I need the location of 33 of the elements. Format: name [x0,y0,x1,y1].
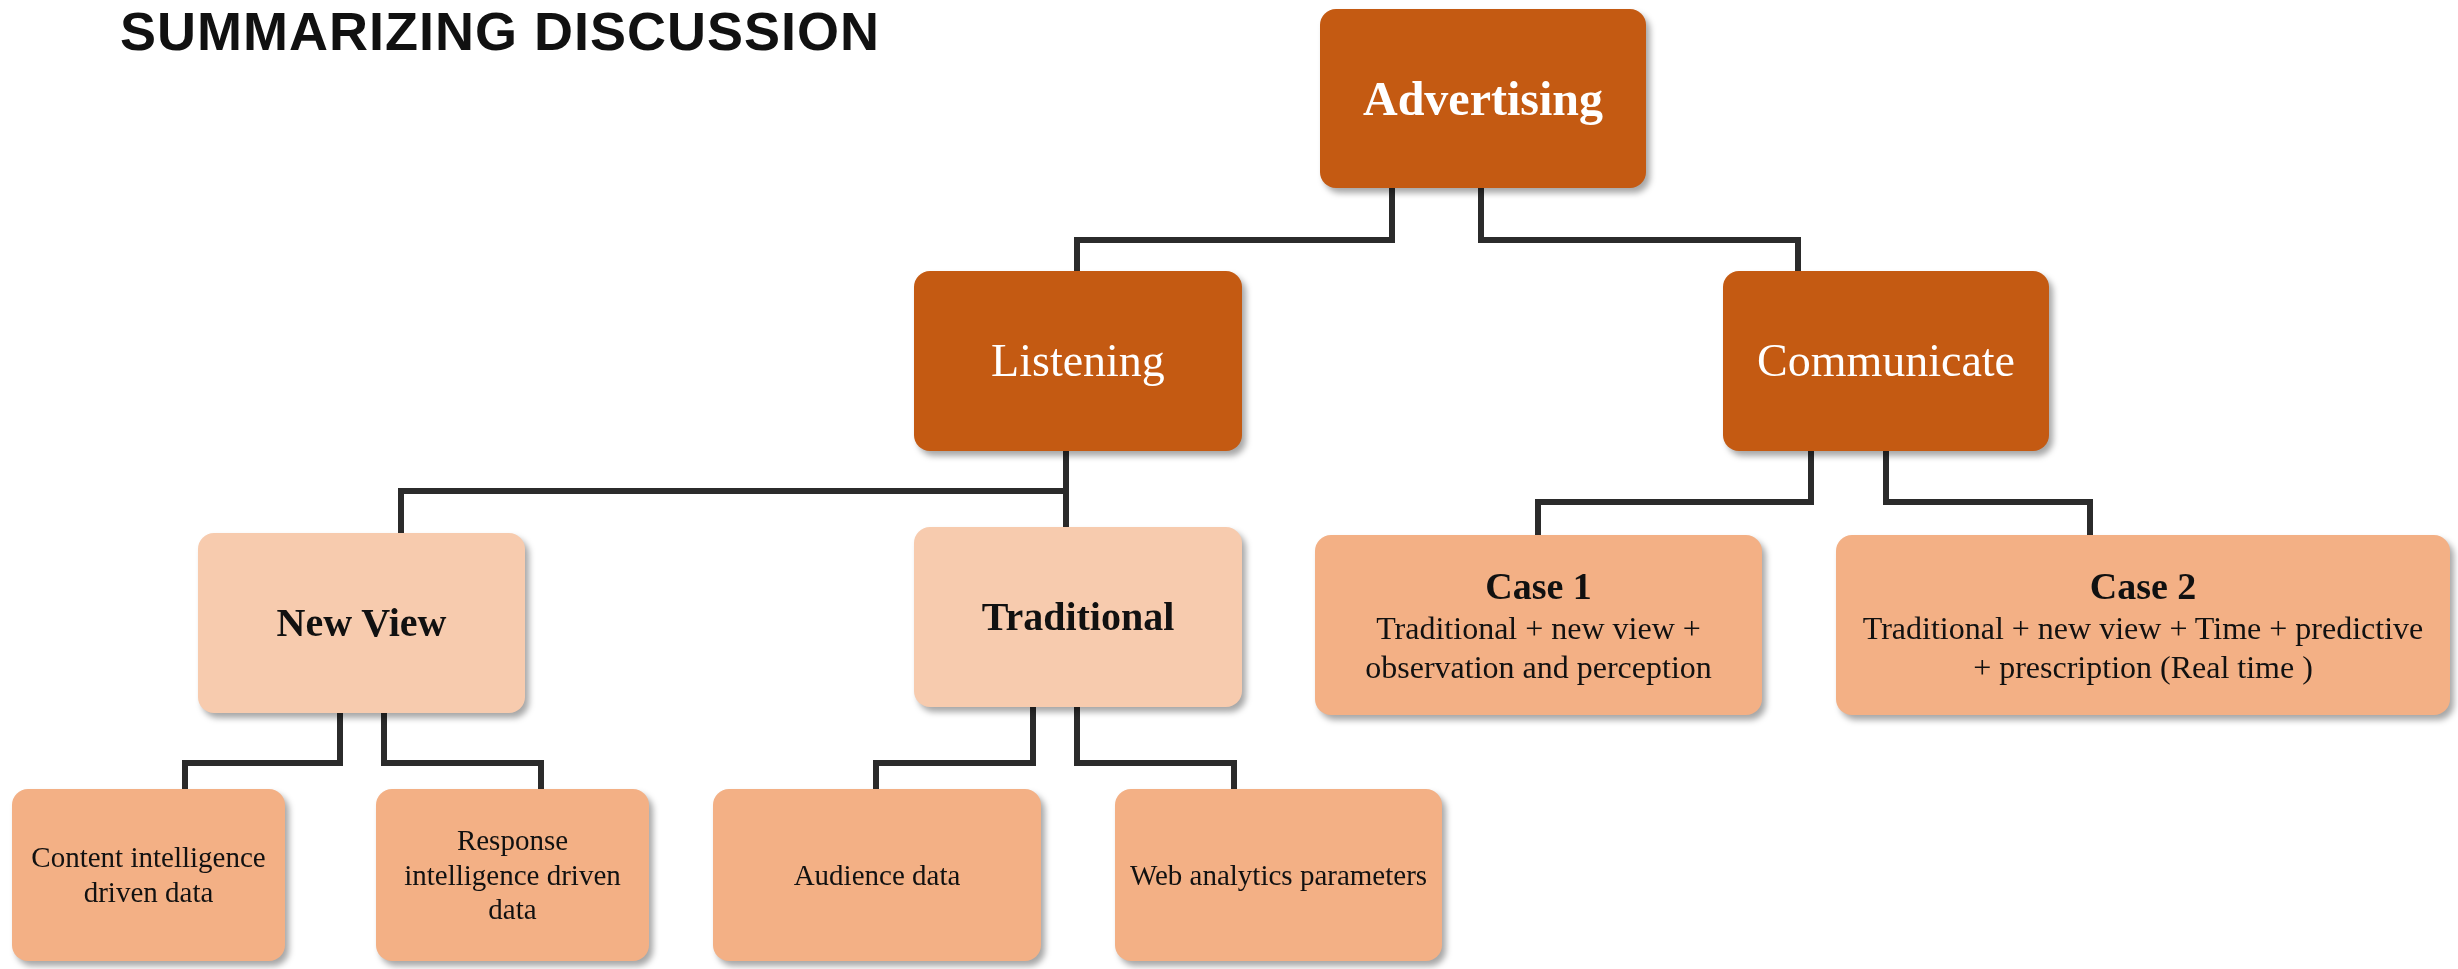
connector-line [1883,451,2093,535]
node-label: Communicate [1756,334,2016,389]
node-label: Content intelligence driven data [30,840,267,910]
node-description: Traditional + new view + observation and perception [1364,609,1713,687]
node-label: Case 1 [1485,563,1592,609]
node-box [1723,271,2049,451]
node-box [914,527,1242,707]
node-label: Web analytics parameters [1129,857,1428,893]
connector-line [1074,188,1395,271]
node-box [12,789,285,961]
connector-line [1074,707,1237,789]
node-box [1315,535,1762,715]
node-box [1320,9,1646,188]
title: SUMMARIZING DISCUSSION [120,0,881,62]
node-box [1115,789,1442,961]
node-label: Traditional [981,593,1175,641]
node-box [1836,535,2450,715]
node-box [914,271,1242,451]
connector-line [182,713,343,789]
connector-line [873,707,1036,789]
node-label: Case 2 [2089,563,2197,609]
connector-line [381,713,544,789]
node-box [713,789,1041,961]
connector-line [1535,451,1814,535]
node-box [198,533,525,713]
node-description: Traditional + new view + Time + predictive + prescription (Real time ) [1861,609,2425,687]
connector-line [1478,188,1801,271]
node-label: New View [276,599,447,647]
node-label: Listening [991,334,1165,389]
node-box [376,789,649,961]
node-label: Audience data [793,857,961,893]
node-label: Advertising [1363,70,1603,127]
node-label: Response intelligence driven data [403,822,622,928]
